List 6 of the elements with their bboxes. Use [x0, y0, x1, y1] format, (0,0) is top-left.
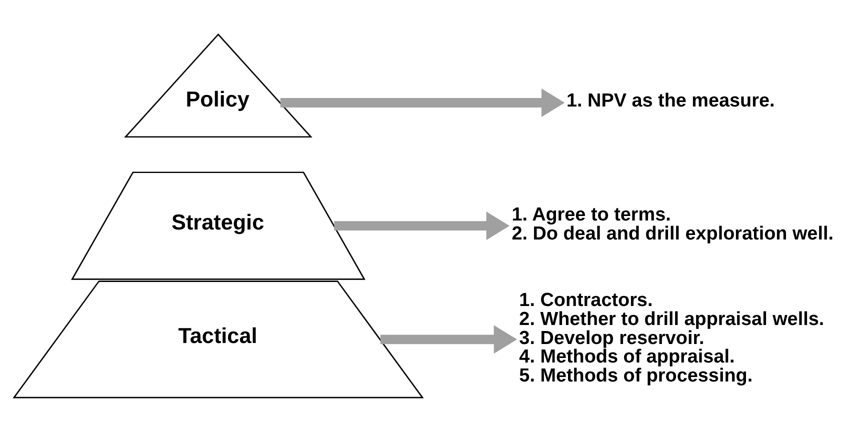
node-text: 1. NPV as the measure.	[566, 90, 775, 111]
arrow	[380, 324, 518, 354]
arrow	[334, 211, 510, 240]
arrow	[280, 88, 565, 116]
node-text: 1. Agree to terms. 2. Do deal and drill exploration well.	[512, 204, 834, 244]
node-text: 1. Contractors. 2. Whether to drill appraisal wells. 3. Develop reservoir. 4. Methods of appraisal. 5. Methods of processing.	[519, 289, 824, 386]
